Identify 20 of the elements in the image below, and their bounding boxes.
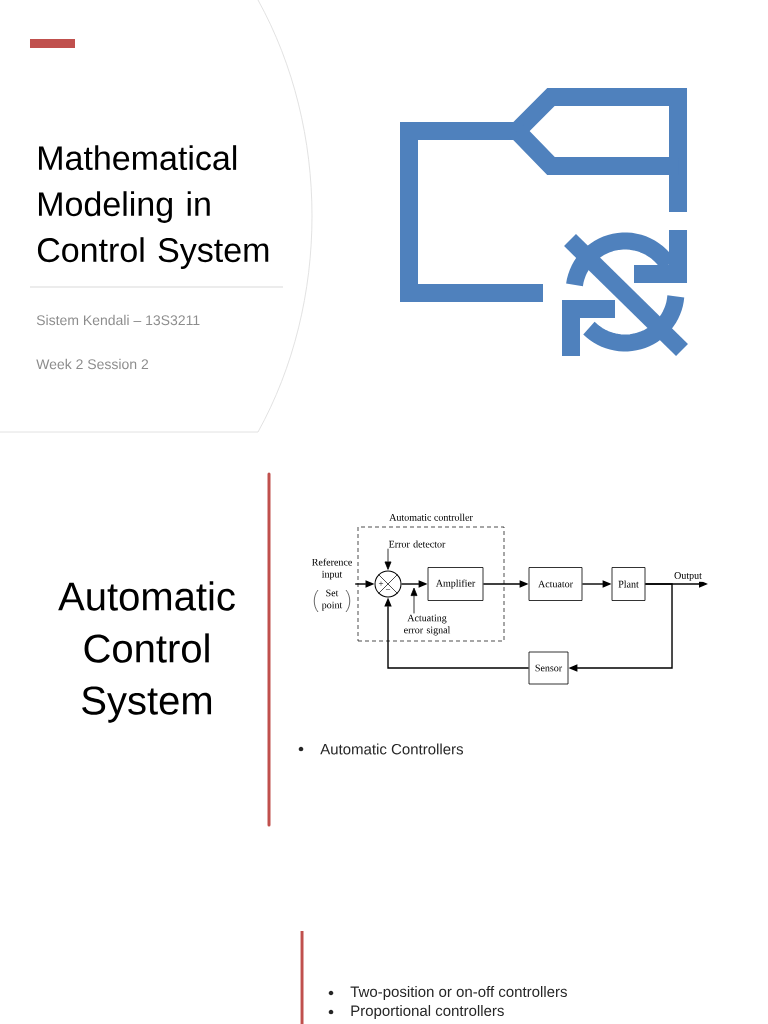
box-heading: Automatic controller [389, 513, 473, 521]
process-box: Plant [611, 567, 646, 601]
slide-heading: Automatic Control System [58, 581, 235, 723]
bullet-item: Two-position or on-off controllers [350, 986, 567, 1000]
process-box: Actuator [528, 567, 583, 601]
bullet-item: Proportional controllers [351, 1005, 504, 1019]
leader-arrow [410, 587, 418, 614]
signal-label: Set point [321, 589, 343, 611]
subtitle: Week 2 Session 2 [36, 358, 149, 370]
annotation-label: Error detector [388, 540, 446, 548]
subtitle: Sistem Kendali – 13S3211 [36, 314, 200, 326]
edge-label: Output [673, 571, 703, 582]
bullet-item: Automatic Controllers [320, 743, 463, 755]
process-box: Sensor [528, 651, 569, 685]
leader-arrow [384, 548, 392, 570]
summing-junction: + − [374, 570, 402, 598]
title: Mathematical Modeling in Control System [37, 145, 269, 269]
signal-label: Reference input [312, 558, 352, 580]
annotation-label: Actuating error signal [404, 614, 451, 636]
process-box: Amplifier [427, 567, 484, 601]
